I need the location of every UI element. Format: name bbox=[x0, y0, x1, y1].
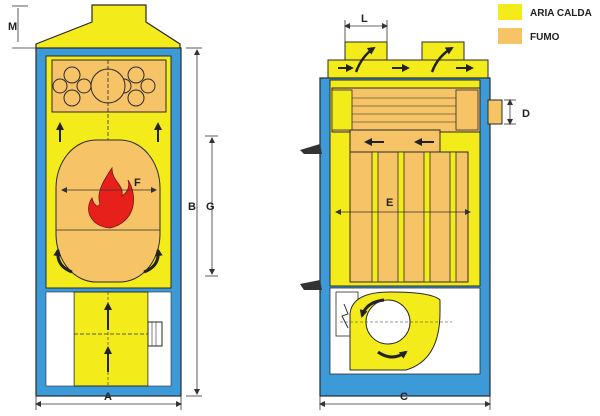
legend-swatch-smoke bbox=[498, 28, 522, 44]
dimension-label-b: B bbox=[188, 201, 196, 213]
dimension-label-e: E bbox=[386, 197, 393, 209]
legend-swatch-hot-air bbox=[498, 4, 522, 20]
front-fan-motor bbox=[147, 321, 163, 347]
dimension-label-d: D bbox=[522, 108, 530, 120]
dimension-label-g: G bbox=[206, 201, 215, 213]
dimension-label-l: L bbox=[361, 13, 368, 25]
dimension-label-m: M bbox=[8, 21, 17, 33]
front-top-chimney bbox=[35, 4, 181, 51]
side-smoke-header bbox=[331, 87, 481, 133]
front-view: F M A B G bbox=[8, 4, 218, 410]
front-fan-box bbox=[73, 291, 149, 387]
dimension-label-c: C bbox=[400, 391, 408, 403]
side-flue-outlet bbox=[487, 99, 503, 125]
legend-label-hot-air: ARIA CALDA bbox=[530, 8, 592, 19]
side-door-handle-bottom bbox=[300, 280, 322, 290]
side-heat-exchanger bbox=[349, 151, 469, 283]
dimension-label-f: F bbox=[134, 177, 141, 189]
legend-label-smoke: FUMO bbox=[530, 32, 560, 43]
dimension-label-a: A bbox=[104, 391, 112, 403]
side-view: L D E bbox=[300, 13, 530, 410]
legend: ARIA CALDA FUMO bbox=[498, 4, 592, 44]
side-door-handle-top bbox=[300, 144, 322, 154]
front-flame bbox=[88, 166, 134, 229]
